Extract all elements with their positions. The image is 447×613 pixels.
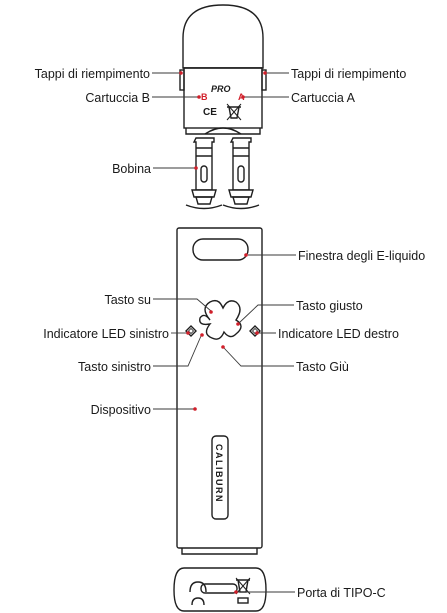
coil-right [222,137,260,210]
e-liquid-window [192,238,249,261]
cartridge-cap [182,4,264,69]
cartridge: PRO B A CE [179,4,267,135]
label-fill-caps-left: Tappi di riempimento [35,67,150,81]
fill-cap-left [179,69,185,91]
cartridge-side-b-mark: B [201,92,208,102]
coil-left [185,137,223,210]
brand-plate [211,435,229,520]
label-cartridge-a: Cartuccia A [291,91,356,105]
label-down-key: Tasto Giù [296,360,349,374]
label-fill-caps-right: Tappi di riempimento [291,67,406,81]
label-device: Dispositivo [91,403,151,417]
label-right-key: Tasto giusto [296,299,363,313]
label-led-right: Indicatore LED destro [278,327,399,341]
ce-mark: CE [203,107,217,118]
recycle-bin-icon [226,103,242,121]
label-led-left: Indicatore LED sinistro [43,327,169,341]
label-usb-c-port: Porta di TIPO-C [297,586,386,600]
label-cartridge-b: Cartuccia B [85,91,150,105]
label-left-key: Tasto sinistro [78,360,151,374]
device-brand: CALIBURN [214,444,224,503]
device-bottom [173,567,267,612]
led-diamond-icon [185,325,197,337]
label-coil: Bobina [112,162,151,176]
device-body: CALIBURN [176,227,263,555]
fill-cap-right [261,69,267,91]
led-diamond-icon [249,325,261,337]
label-e-liquid-window: Finestra degli E-liquido [298,249,425,263]
cartridge-body [183,67,263,129]
label-up-key: Tasto su [104,293,151,307]
cartridge-logo: PRO [211,84,231,94]
leader-lines [152,71,296,594]
usb-c-port-icon [200,583,238,594]
